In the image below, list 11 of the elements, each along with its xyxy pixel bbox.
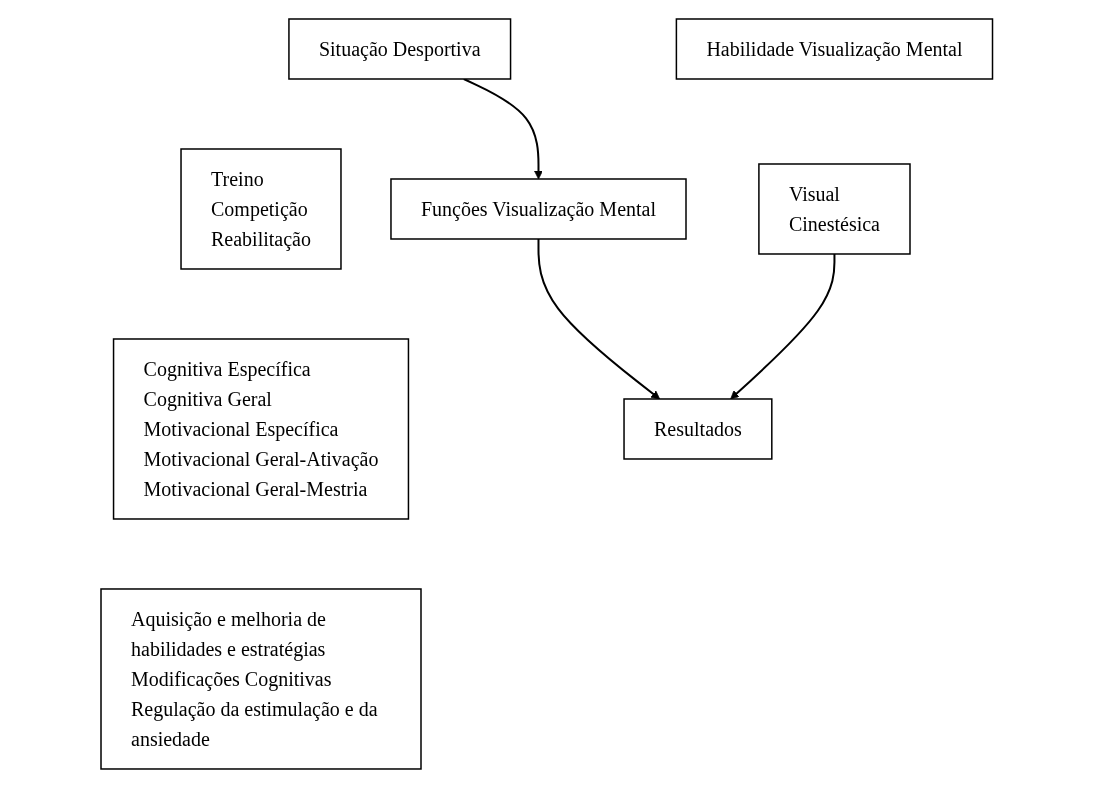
node-box: Aquisição e melhoria de habilidades e estratégias Modificações Cognitivas Regulação da estimulação e da ansiedade [100,587,422,770]
node-box: Habilidade Visualização Mental [675,17,994,80]
node-box: Situação Desportiva [288,17,512,80]
node-box: Visual Cinestésica [758,162,911,255]
arrow [463,77,544,179]
node-box: Funções Visualização Mental [390,177,687,240]
node-box: Treino Competição Reabilitação [180,147,342,270]
node-box: Cognitiva Específica Cognitiva Geral Motivacional Específica Motivacional Geral-Ativação Motivacional Geral-Mestria [113,337,410,520]
arrow [730,252,836,399]
node-box: Resultados [623,397,773,460]
arrow [537,237,661,399]
